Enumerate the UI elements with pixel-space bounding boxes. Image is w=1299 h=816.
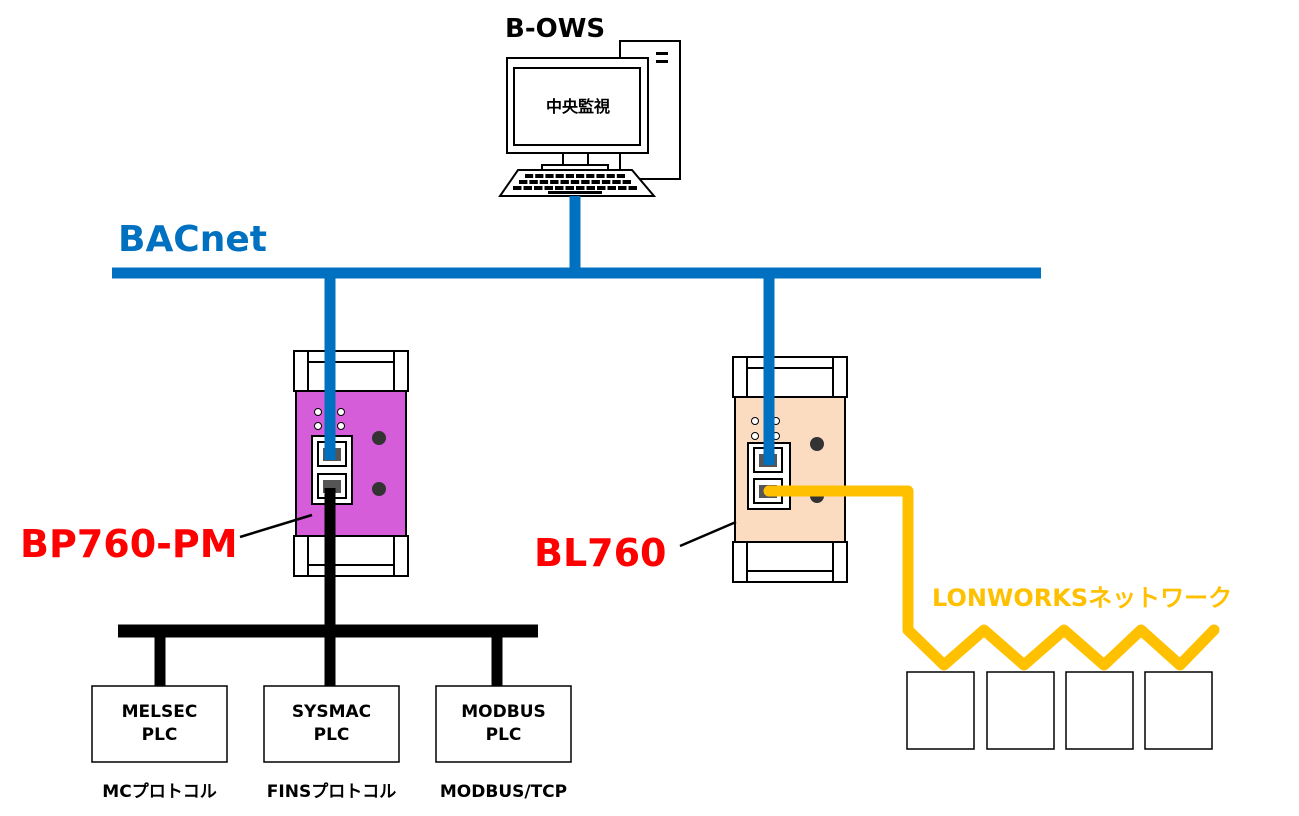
keyboard-key xyxy=(606,174,615,178)
keyboard-key xyxy=(565,174,574,178)
keyboard-key xyxy=(519,180,528,184)
plc-type: PLC xyxy=(142,725,178,745)
bottom-rail xyxy=(732,541,848,583)
device-labels: BP760-PM BL760 xyxy=(20,513,737,575)
keyboard-key xyxy=(576,174,585,178)
bl760-label: BL760 xyxy=(534,531,667,575)
top-rail xyxy=(732,356,848,398)
keyboard-key xyxy=(570,180,580,184)
top-rail xyxy=(293,350,409,392)
keyboard-key xyxy=(596,174,605,178)
plc-protocol: MCプロトコル xyxy=(102,781,216,802)
device-knob xyxy=(810,437,824,451)
plc-type: PLC xyxy=(314,725,350,745)
keyboard-key xyxy=(628,186,637,190)
keyboard-key xyxy=(525,174,534,178)
plc-protocol: MODBUS/TCP xyxy=(440,782,567,802)
keyboard-key xyxy=(616,174,625,178)
lonworks-cable xyxy=(763,485,1220,671)
device-knob xyxy=(372,431,386,445)
keyboard-spacebar xyxy=(548,191,602,194)
device-knob xyxy=(372,482,386,496)
plc-name: MELSEC xyxy=(122,702,198,722)
plc-box xyxy=(435,685,572,763)
keyboard-key xyxy=(597,186,606,190)
bp760-device xyxy=(293,350,409,577)
keyboard-key xyxy=(544,186,553,190)
keyboard-key xyxy=(591,180,600,184)
keyboard-key xyxy=(545,174,554,178)
keyboard-key xyxy=(586,174,595,178)
keyboard-key xyxy=(535,174,544,178)
plc-type: PLC xyxy=(486,725,522,745)
bacnet-label: BACnet xyxy=(118,219,267,260)
keyboard-key xyxy=(601,180,611,184)
keyboard-key xyxy=(576,186,585,190)
keyboard-key xyxy=(618,186,627,190)
bottom-rail xyxy=(293,535,409,577)
keyboard-key xyxy=(565,186,574,190)
keyboard xyxy=(498,169,657,197)
tower-slot xyxy=(656,52,668,55)
plc-name: SYSMAC xyxy=(292,702,371,722)
plc-network xyxy=(118,488,538,686)
screen-text: 中央監視 xyxy=(546,97,610,116)
plc-box xyxy=(91,685,228,763)
keyboard-key xyxy=(523,186,532,190)
keyboard-key xyxy=(622,180,631,184)
tower-slot xyxy=(656,60,668,63)
lon-node xyxy=(986,671,1055,750)
bl760-device xyxy=(732,356,848,583)
monitor-screen xyxy=(513,67,641,146)
keyboard-key xyxy=(560,180,569,184)
keyboard-key xyxy=(550,180,559,184)
lon-node xyxy=(1065,671,1134,750)
keyboard-key xyxy=(555,186,564,190)
plc-melsec: MELSEC PLC MCプロトコル xyxy=(91,685,228,802)
plc-name: MODBUS xyxy=(461,702,546,722)
plc-modbus: MODBUS PLC MODBUS/TCP xyxy=(435,685,572,802)
workstation-title: B-OWS xyxy=(505,14,605,44)
lonworks-label: LONWORKSネットワーク xyxy=(932,584,1232,612)
lon-node xyxy=(1144,671,1213,750)
plc-list: MELSEC PLC MCプロトコル SYSMAC PLC FINSプロトコル … xyxy=(91,685,572,802)
workstation: B-OWS 中央監視 xyxy=(498,14,681,197)
lon-node xyxy=(906,671,975,750)
status-leds xyxy=(314,408,345,430)
bp760-label: BP760-PM xyxy=(20,522,238,566)
keyboard-key xyxy=(539,180,549,184)
lonworks-network: LONWORKSネットワーク xyxy=(763,485,1232,750)
keyboard-key xyxy=(586,186,595,190)
keyboard-key xyxy=(555,174,564,178)
keyboard-key xyxy=(534,186,543,190)
bp760-leader-line xyxy=(239,513,313,539)
keyboard-key xyxy=(513,186,522,190)
plc-protocol: FINSプロトコル xyxy=(267,781,396,802)
keyboard-key xyxy=(607,186,616,190)
bacnet-network: BACnet xyxy=(112,196,1041,279)
keyboard-key xyxy=(612,180,621,184)
plc-sysmac: SYSMAC PLC FINSプロトコル xyxy=(263,685,400,802)
plc-box xyxy=(263,685,400,763)
keyboard-key xyxy=(529,180,538,184)
bl760-leader-line xyxy=(679,520,737,548)
keyboard-key xyxy=(581,180,590,184)
